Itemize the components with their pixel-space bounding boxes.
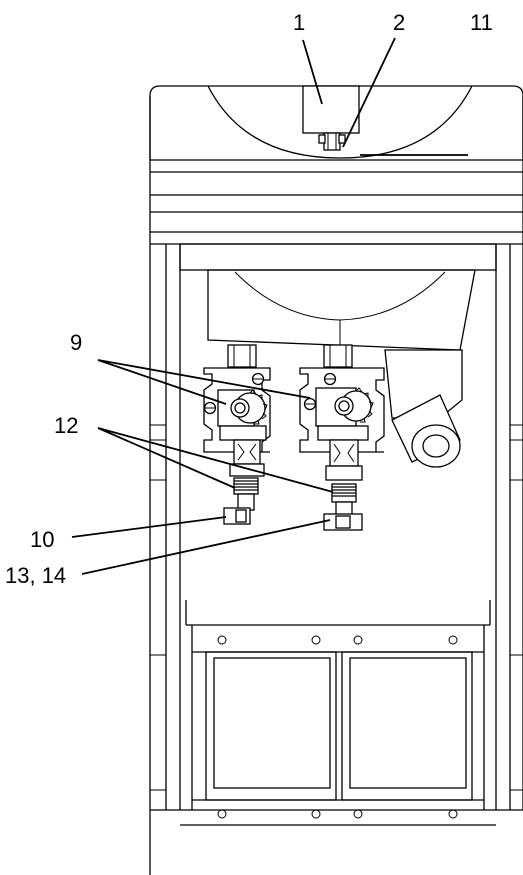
- leader-2: [342, 37, 396, 148]
- callout-9: 9: [70, 330, 82, 355]
- leader-13-14: [81, 519, 331, 575]
- bolt-icon: [448, 809, 458, 819]
- right-valve-assembly: [299, 344, 385, 531]
- bolt-icon: [217, 635, 227, 645]
- callout-labels: 1 2 11 9 12 10 13, 14: [5, 10, 493, 588]
- top-bowl: [207, 85, 473, 159]
- bolt-icon: [353, 635, 363, 645]
- outlet-pipe: [391, 394, 461, 468]
- leader-9-left: [97, 359, 227, 405]
- leader-12-right: [97, 427, 334, 493]
- leader-1: [302, 39, 323, 105]
- bolt-icon: [448, 635, 458, 645]
- leader-12-left: [97, 427, 236, 489]
- bolt-icon: [311, 635, 321, 645]
- callout-2: 2: [393, 10, 405, 35]
- lower-door-panel: [185, 600, 491, 819]
- leader-10: [71, 516, 227, 538]
- hopper: [179, 243, 497, 419]
- callout-11: 11: [470, 10, 493, 35]
- callout-12: 12: [54, 413, 78, 438]
- left-valve-assembly: [203, 344, 271, 525]
- bolt-icon: [311, 809, 321, 819]
- top-nozzle: [323, 132, 341, 151]
- cabinet-frame: [149, 85, 523, 875]
- callout-10: 10: [30, 527, 54, 552]
- leader-9-right: [97, 359, 311, 399]
- callout-1: 1: [293, 10, 305, 35]
- top-block: [302, 85, 360, 134]
- bolt-icon: [217, 809, 227, 819]
- bolt-icon: [353, 809, 363, 819]
- callout-13-14: 13, 14: [5, 563, 66, 588]
- leader-lines: [71, 37, 468, 575]
